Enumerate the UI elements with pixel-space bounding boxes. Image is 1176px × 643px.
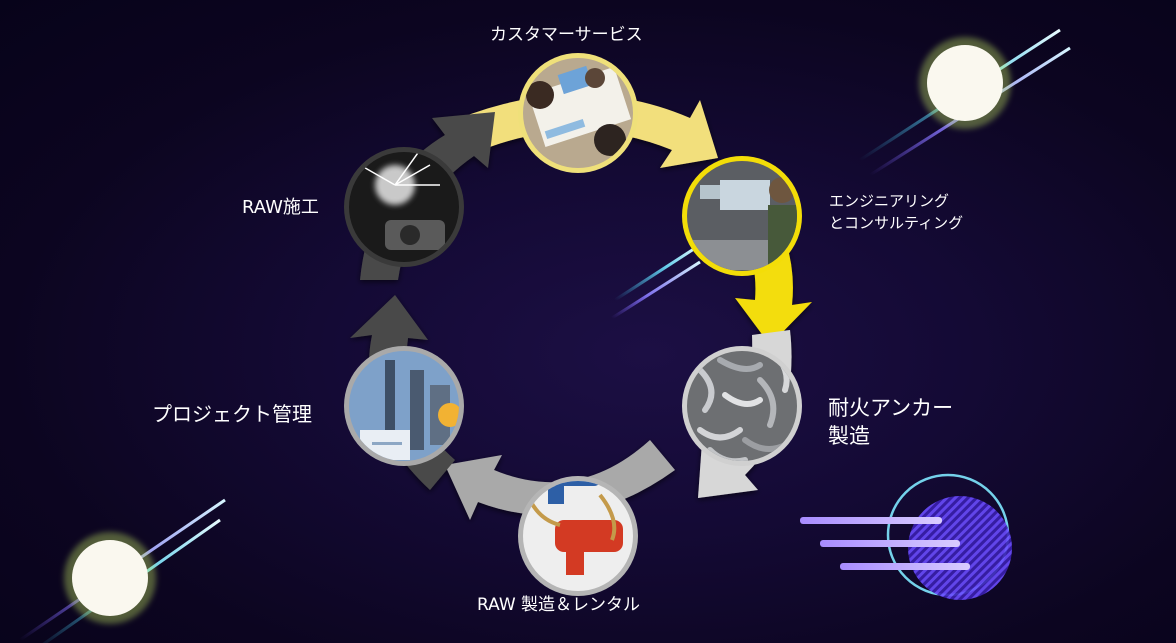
decoration-bottom-right	[800, 473, 1012, 600]
decoration-bottom-left	[19, 498, 226, 643]
label-engineering-consulting: エンジニアリング とコンサルティング	[829, 192, 964, 232]
decoration-mid-streak	[611, 243, 701, 320]
label-raw-installation: RAW施工	[242, 197, 319, 218]
stage-photo-industrial-plant	[344, 346, 464, 466]
label-raw-manufacturing-rental: RAW 製造＆レンタル	[477, 595, 641, 615]
stage-photo-anchors	[682, 346, 802, 466]
decoration-top-right	[859, 28, 1071, 177]
stage-photo-customer-service	[518, 53, 638, 173]
stage-photo-engineering	[682, 156, 802, 276]
stage-photo-welding-sparks	[344, 147, 464, 267]
label-refractory-anchor-manufacturing: 耐火アンカー 製造	[828, 396, 954, 448]
label-customer-service: カスタマーサービス	[490, 25, 643, 45]
label-project-management: プロジェクト管理	[152, 402, 312, 426]
stage-photo-welding-gun	[518, 476, 638, 596]
